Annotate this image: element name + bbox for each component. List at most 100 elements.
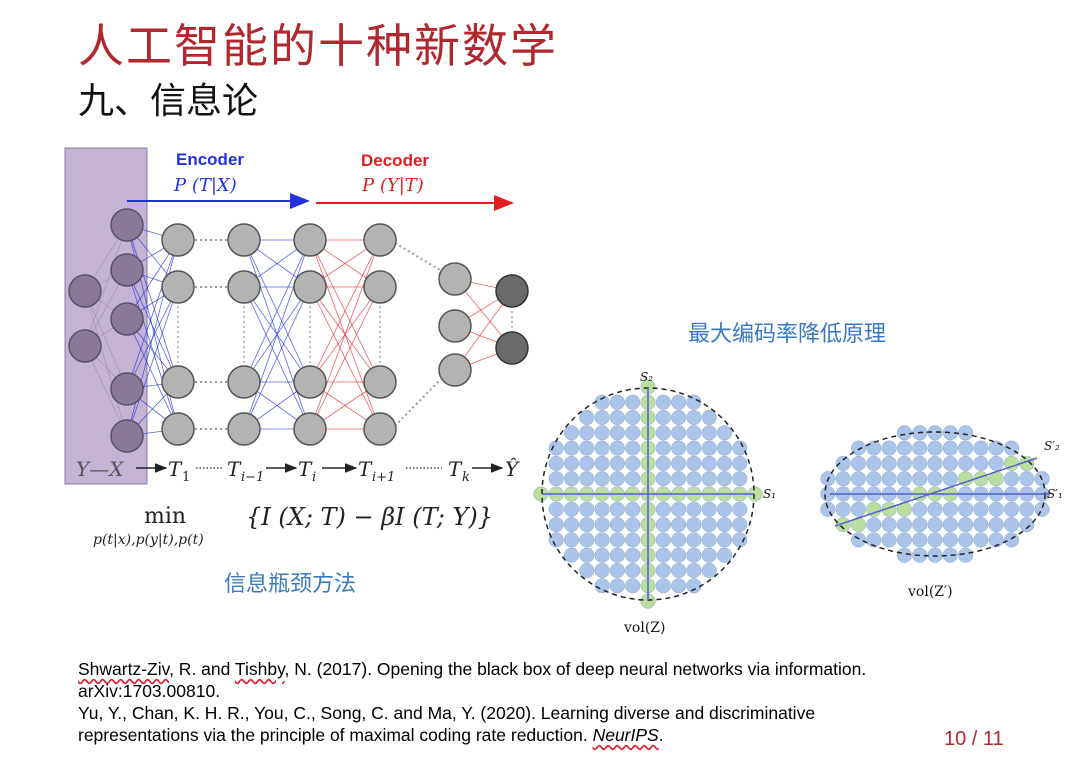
- code-dot: [609, 532, 625, 548]
- code-dot: [942, 471, 958, 487]
- circle-axis-s2: S₂: [640, 370, 653, 384]
- code-dot: [988, 532, 1004, 548]
- chain-t1-sub: 1: [182, 470, 190, 485]
- slide-title: 人工智能的十种新数学: [78, 19, 558, 73]
- objective-expression: {I (X; T) − βI (T; Y)}: [246, 503, 493, 531]
- code-dot: [927, 455, 943, 471]
- code-dot: [958, 455, 974, 471]
- code-dot: [625, 409, 641, 426]
- edge: [84, 290, 128, 437]
- encoder-label: Encoder: [176, 150, 244, 169]
- code-dot: [701, 425, 717, 441]
- code-dot: [609, 501, 625, 517]
- code-dot: [942, 517, 958, 533]
- code-dot: [732, 517, 748, 533]
- ellipse-coding-figure: [820, 425, 1050, 563]
- code-dot: [927, 440, 943, 456]
- objective-subscript: p(t|x),p(y|t),p(t): [93, 532, 204, 548]
- network-node: [495, 331, 529, 365]
- chain-ti: T: [298, 457, 313, 481]
- edge: [126, 239, 179, 390]
- edge: [126, 269, 179, 383]
- chain-yx: Y—X: [76, 457, 124, 481]
- code-dot: [912, 440, 928, 456]
- circle-coding-figure: [533, 379, 763, 609]
- code-dot: [609, 394, 625, 410]
- code-dot: [927, 501, 943, 517]
- code-dot: [686, 409, 702, 426]
- code-dot: [732, 455, 748, 471]
- code-dot: [686, 471, 702, 487]
- code-dot: [927, 517, 943, 533]
- code-dot: [671, 409, 687, 426]
- code-dot: [609, 409, 625, 426]
- code-dot: [881, 440, 897, 456]
- code-dot: [655, 409, 671, 426]
- code-dot: [594, 517, 610, 533]
- code-dot: [671, 562, 687, 579]
- code-dot: [655, 501, 671, 517]
- code-dot: [835, 455, 851, 471]
- code-dot: [716, 471, 733, 487]
- network-node: [293, 365, 327, 399]
- page-number: 10 / 11: [944, 728, 1004, 750]
- edge: [309, 239, 381, 430]
- code-dot: [563, 517, 580, 533]
- code-dot: [686, 501, 702, 517]
- code-dot: [671, 532, 687, 548]
- code-dot: [579, 501, 595, 517]
- code-dot: [896, 471, 912, 487]
- edge: [126, 269, 179, 430]
- code-dot: [609, 517, 625, 533]
- reference-1: Shwartz-Ziv, R. and Tishby, N. (2017). O…: [78, 659, 867, 679]
- code-dot: [625, 440, 641, 456]
- code-dot: [625, 532, 641, 548]
- code-dot: [988, 501, 1004, 517]
- code-dot: [1003, 501, 1020, 517]
- chain-t1: T: [168, 457, 183, 481]
- code-dot: [609, 425, 625, 441]
- ellipse-axis-s1: S′₁: [1047, 487, 1063, 501]
- code-dot: [988, 517, 1004, 533]
- code-dot: [548, 455, 564, 471]
- code-dot: [594, 440, 610, 456]
- code-dot: [594, 578, 610, 594]
- code-dot: [866, 455, 882, 471]
- code-dot: [927, 471, 943, 487]
- code-dot: [701, 471, 717, 487]
- code-dot: [942, 440, 958, 456]
- code-dot: [686, 425, 702, 441]
- code-dot: [594, 501, 610, 517]
- code-dot: [942, 455, 958, 471]
- code-dot: [701, 532, 717, 548]
- code-dot: [594, 425, 610, 441]
- edge: [84, 224, 128, 347]
- code-dot: [912, 517, 928, 533]
- network-node: [161, 412, 195, 446]
- network-node: [227, 412, 261, 446]
- code-dot: [609, 562, 625, 579]
- variable-chain: Y—X T 1 T i−1 T i T i+1 T k Ŷ: [76, 457, 520, 485]
- code-dot: [686, 455, 702, 471]
- objective-min: min: [144, 504, 186, 529]
- code-dot: [671, 517, 687, 533]
- code-dot: [548, 440, 564, 456]
- highlight-dot: [835, 517, 851, 533]
- chain-ti+1-sub: i+1: [372, 470, 395, 485]
- network-node: [227, 223, 261, 257]
- code-dot: [686, 440, 702, 456]
- network-nodes: [68, 208, 529, 453]
- ellipse-axis-s2: S′₂: [1044, 439, 1060, 453]
- code-dot: [655, 532, 671, 548]
- chain-ti+1: T: [358, 457, 373, 481]
- code-dot: [655, 578, 671, 594]
- code-dot: [625, 394, 641, 410]
- code-dot: [927, 547, 943, 563]
- chain-yhat: Ŷ: [505, 457, 520, 481]
- code-dot: [973, 455, 989, 471]
- code-dot: [655, 471, 671, 487]
- code-dot: [1034, 501, 1050, 517]
- code-dot: [671, 471, 687, 487]
- code-dot: [686, 547, 702, 563]
- code-dot: [896, 517, 912, 533]
